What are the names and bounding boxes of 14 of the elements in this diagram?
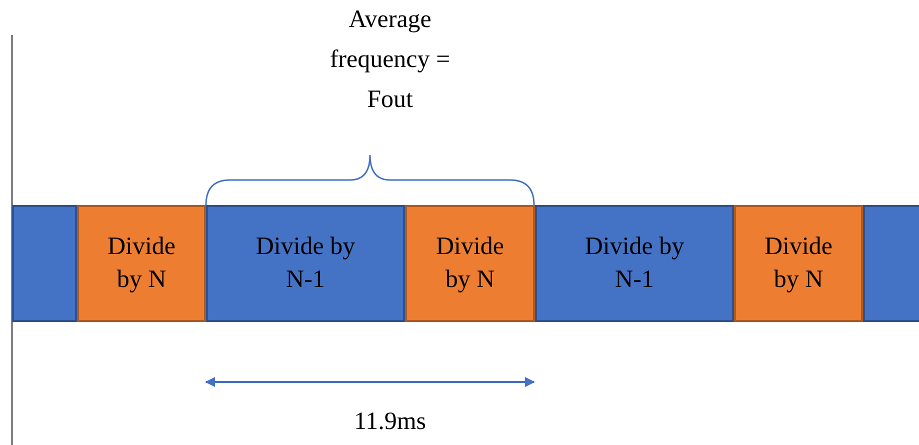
box-label: Divide by N <box>106 232 177 294</box>
process-box <box>77 205 206 322</box>
box-label: Divide by N <box>763 232 834 294</box>
segment-box <box>12 205 77 322</box>
annotation-text: Average frequency = Fout <box>328 5 452 115</box>
segment-box <box>863 205 919 322</box>
box-label: Divide by N <box>434 232 506 294</box>
process-box <box>405 205 535 322</box>
box-label: Divide by N-1 <box>584 232 686 294</box>
process-box <box>734 205 863 322</box>
process-box <box>206 205 405 322</box>
process-box <box>535 205 734 322</box>
dimension-label: 11.9ms <box>353 407 427 437</box>
box-label: Divide by N-1 <box>254 232 356 294</box>
